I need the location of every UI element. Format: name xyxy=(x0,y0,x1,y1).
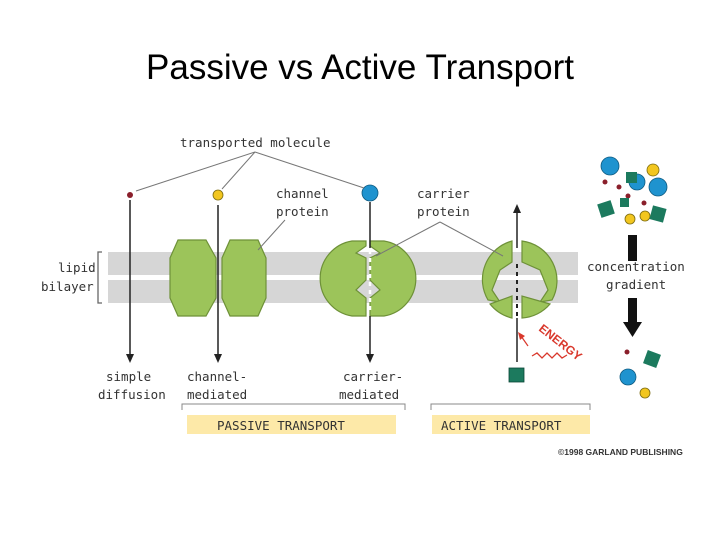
channel-protein-label-line1: channel xyxy=(276,186,329,201)
lipid-bilayer-label-line1: lipid xyxy=(58,260,96,275)
active-transport-label: ACTIVE TRANSPORT xyxy=(441,418,562,433)
molecule-green-square xyxy=(508,367,525,383)
active-transport-arrow xyxy=(513,204,521,362)
simple-diffusion-arrow xyxy=(126,200,134,363)
channel-pointer-line xyxy=(257,219,286,251)
band-brackets xyxy=(181,403,591,410)
molecule-pointer-lines xyxy=(135,151,365,192)
simple-diffusion-label-line2: diffusion xyxy=(98,387,166,402)
passive-transport-band xyxy=(187,415,396,434)
active-transport-band xyxy=(432,415,590,434)
molecule-red xyxy=(127,192,133,198)
carrier-pointer-lines xyxy=(375,221,504,257)
concentration-gradient-arrow xyxy=(623,235,642,337)
bilayer-bracket xyxy=(97,251,102,304)
passive-transport-label: PASSIVE TRANSPORT xyxy=(217,418,345,433)
transported-molecule-label: transported molecule xyxy=(180,135,331,150)
carrier-protein-label-line1: carrier xyxy=(417,186,470,201)
copyright-text: ©1998 GARLAND PUBLISHING xyxy=(558,447,683,457)
channel-protein-label-line2: protein xyxy=(276,204,329,219)
channel-protein xyxy=(169,239,267,317)
simple-diffusion-label-line1: simple xyxy=(106,369,151,384)
carrier-mediated-label-line2: mediated xyxy=(339,387,399,402)
channel-arrow xyxy=(214,205,222,363)
energy-squiggle xyxy=(531,352,568,359)
molecule-yellow xyxy=(212,189,224,201)
molecule-blue xyxy=(361,184,379,202)
carrier-protein-active xyxy=(481,240,558,319)
carrier-mediated-label-line1: carrier- xyxy=(343,369,403,384)
slide-title: Passive vs Active Transport xyxy=(146,48,574,87)
carrier-protein-label-line2: protein xyxy=(417,204,470,219)
channel-mediated-label-line2: mediated xyxy=(187,387,247,402)
channel-mediated-label-line1: channel- xyxy=(187,369,247,384)
carrier-protein-passive xyxy=(319,240,417,317)
concentration-gradient-label-line2: gradient xyxy=(606,277,666,292)
high-concentration-cluster xyxy=(597,156,668,225)
lipid-bilayer-label-line2: bilayer xyxy=(41,279,94,294)
low-concentration-cluster xyxy=(619,349,661,399)
energy-arrow xyxy=(518,332,529,347)
concentration-gradient-label-line1: concentration xyxy=(587,259,685,274)
carrier-passive-arrow xyxy=(366,202,374,363)
